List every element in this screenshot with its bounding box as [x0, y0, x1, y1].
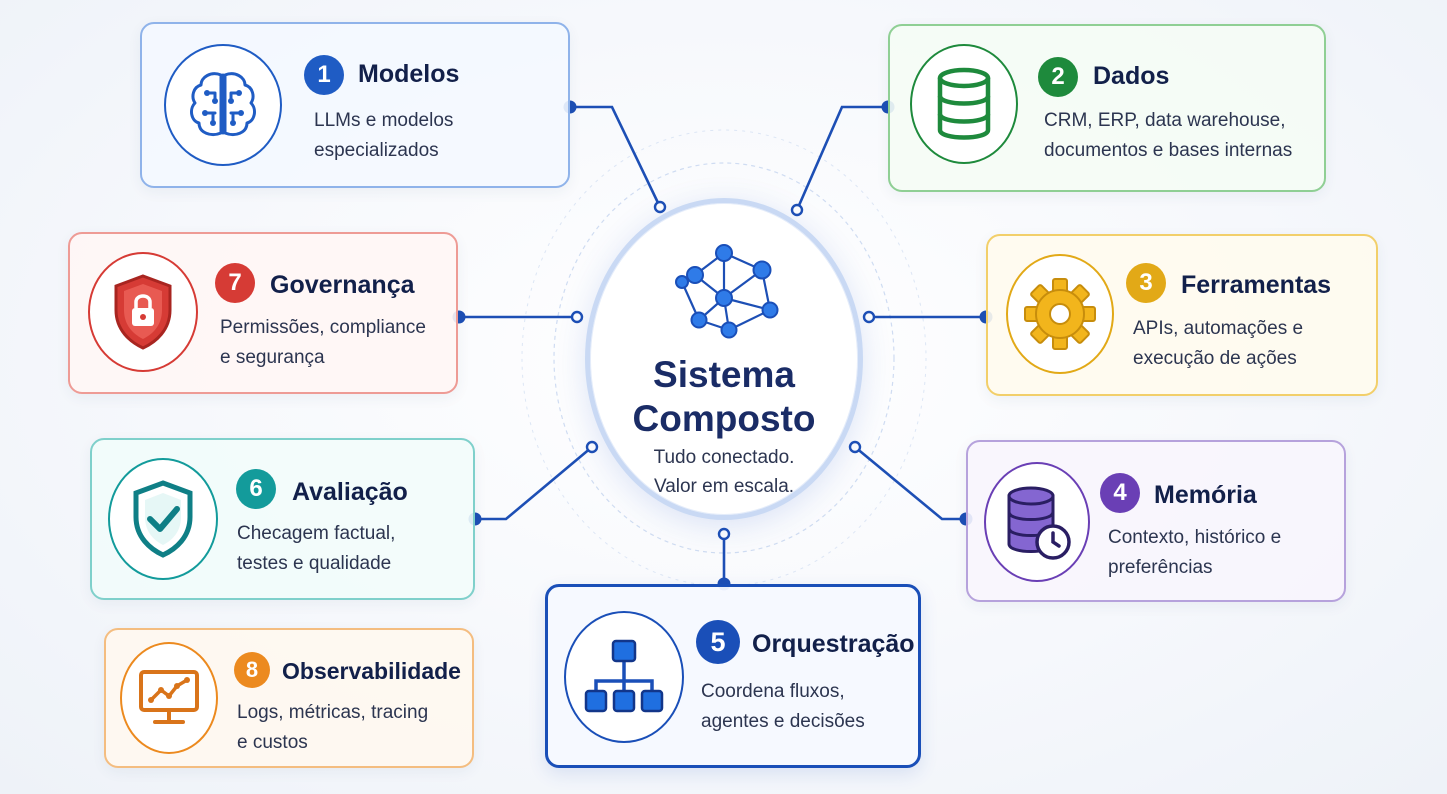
- node-number-badge: 5: [696, 620, 740, 664]
- node-description: Checagem factual, testes e qualidade: [237, 519, 395, 579]
- node-card-observabilidade: 8 Observabilidade Logs, métricas, tracin…: [104, 628, 474, 768]
- node-icon-circle: [120, 642, 218, 754]
- node-title: Memória: [1154, 481, 1257, 509]
- node-description: CRM, ERP, data warehouse, documentos e b…: [1044, 106, 1292, 166]
- node-description-line-2: e custos: [237, 732, 308, 753]
- hub-title-line-1: Sistema: [653, 354, 795, 395]
- hierarchy-icon: [584, 639, 664, 713]
- node-card-memoria: 4 Memória Contexto, histórico e preferên…: [966, 440, 1346, 602]
- node-icon-circle: [564, 611, 684, 743]
- node-description: Logs, métricas, tracing e custos: [237, 698, 428, 758]
- hub-title: Sistema Composto: [590, 353, 858, 441]
- node-card-orquestracao: 5 Orquestração Coordena fluxos, agentes …: [545, 584, 921, 768]
- node-description-line-1: LLMs e modelos: [314, 110, 454, 131]
- node-number-badge: 3: [1126, 263, 1166, 303]
- node-icon-circle: [164, 44, 282, 166]
- node-title: Observabilidade: [282, 658, 461, 684]
- node-number-badge: 7: [215, 263, 255, 303]
- node-description-line-2: especializados: [314, 140, 439, 161]
- node-icon-circle: [984, 462, 1090, 582]
- hub-subtitle-line-2: Valor em escala.: [653, 476, 795, 497]
- node-card-governanca: 7 Governança Permissões, compliance e se…: [68, 232, 458, 394]
- shield-check-icon: [133, 480, 193, 558]
- hub-circle: Sistema Composto Tudo conectado. Valor e…: [585, 198, 863, 520]
- database-icon: [937, 67, 991, 140]
- node-icon-circle: [88, 252, 198, 372]
- node-number-badge: 4: [1100, 473, 1140, 513]
- node-number-badge: 2: [1038, 57, 1078, 97]
- hub-title-line-2: Composto: [632, 398, 816, 439]
- node-title: Avaliação: [292, 478, 408, 506]
- node-card-ferramentas: 3 Ferramentas APIs, automações e execuçã…: [986, 234, 1378, 396]
- node-icon-circle: [1006, 254, 1114, 374]
- node-description: APIs, automações e execução de ações: [1133, 314, 1303, 374]
- node-description: LLMs e modelos especializados: [314, 106, 453, 166]
- network-icon: [675, 244, 779, 339]
- node-description-line-2: execução de ações: [1133, 348, 1297, 369]
- node-description-line-1: Permissões, compliance: [220, 317, 426, 338]
- node-description-line-2: documentos e bases internas: [1044, 140, 1293, 161]
- node-title: Modelos: [358, 60, 460, 88]
- node-title: Governança: [270, 271, 415, 299]
- node-description-line-2: testes e qualidade: [237, 553, 392, 574]
- node-description-line-2: preferências: [1108, 557, 1213, 578]
- brain-icon: [190, 72, 256, 137]
- node-description: Contexto, histórico e preferências: [1108, 523, 1281, 583]
- shield-lock-icon: [114, 274, 172, 350]
- node-icon-circle: [108, 458, 218, 580]
- node-number-badge: 6: [236, 469, 276, 509]
- connector-6: [475, 446, 593, 521]
- connector-1: [570, 105, 662, 208]
- node-number-badge: 1: [304, 55, 344, 95]
- node-card-avaliacao: 6 Avaliação Checagem factual, testes e q…: [90, 438, 475, 600]
- node-number-badge: 8: [234, 652, 270, 688]
- node-description-line-1: Checagem factual,: [237, 523, 396, 544]
- node-title: Orquestração: [752, 630, 915, 658]
- node-description-line-1: APIs, automações e: [1133, 318, 1304, 339]
- node-description-line-1: Logs, métricas, tracing: [237, 702, 429, 723]
- node-icon-circle: [910, 44, 1018, 164]
- node-description-line-1: Contexto, histórico e: [1108, 527, 1282, 548]
- node-title: Ferramentas: [1181, 271, 1332, 299]
- gear-icon: [1024, 278, 1096, 350]
- connector-2: [795, 105, 888, 211]
- node-description-line-2: e segurança: [220, 347, 325, 368]
- memory-database-clock-icon: [1007, 486, 1071, 560]
- connector-4: [854, 445, 966, 521]
- node-title: Dados: [1093, 62, 1170, 90]
- hub-subtitle-line-1: Tudo conectado.: [653, 447, 795, 468]
- node-card-dados: 2 Dados CRM, ERP, data warehouse, docume…: [888, 24, 1326, 192]
- node-card-modelos: 1 Modelos LLMs e modelos especializados: [140, 22, 570, 188]
- node-description: Coordena fluxos, agentes e decisões: [701, 677, 865, 737]
- node-description-line-1: CRM, ERP, data warehouse,: [1044, 110, 1286, 131]
- monitor-chart-icon: [139, 670, 199, 724]
- node-description-line-1: Coordena fluxos,: [701, 681, 845, 702]
- node-description-line-2: agentes e decisões: [701, 711, 865, 732]
- hub-subtitle: Tudo conectado. Valor em escala.: [590, 443, 858, 501]
- node-description: Permissões, compliance e segurança: [220, 313, 426, 373]
